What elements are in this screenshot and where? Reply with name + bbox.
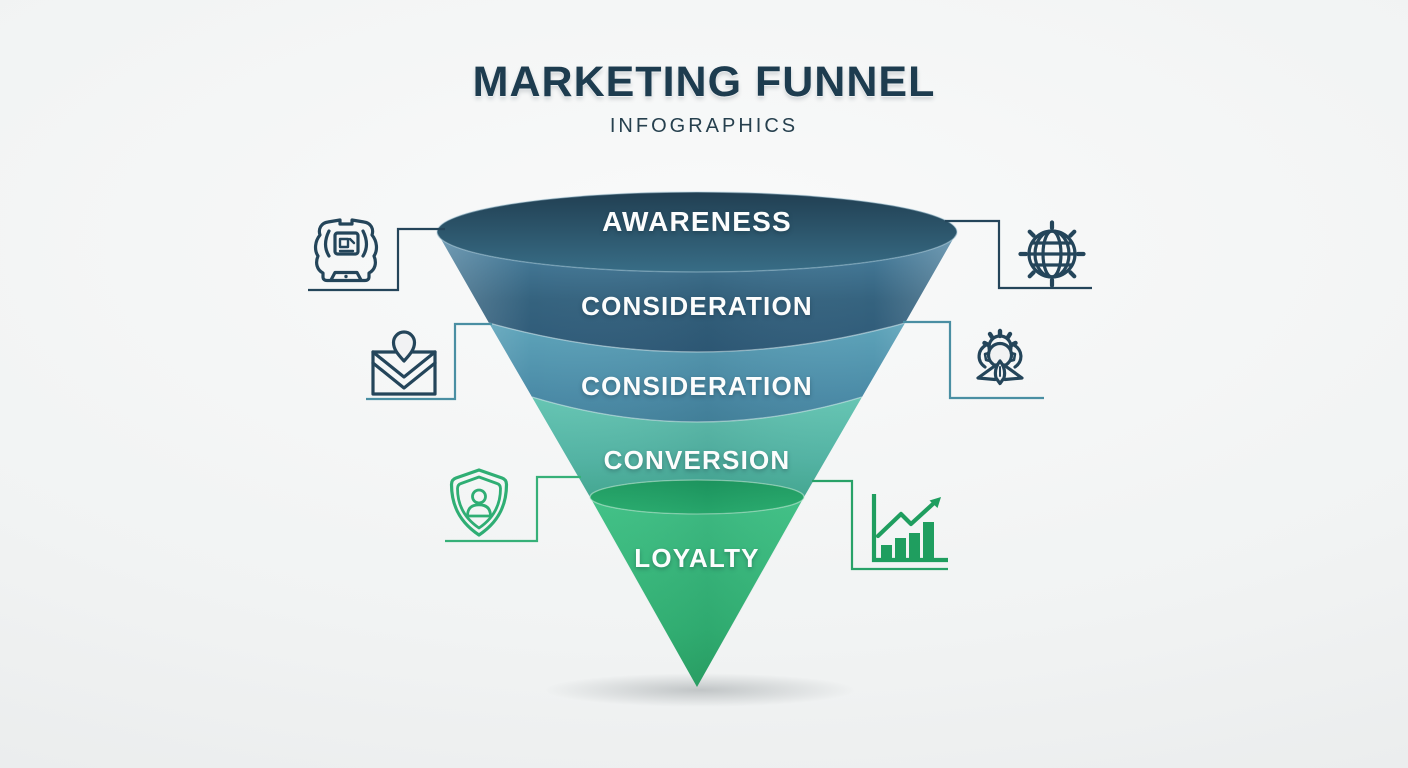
left-wing [976,363,998,382]
funnel-label-awareness: AWARENESS [602,206,792,237]
shirt-right-fold [361,229,368,258]
funnel-label-consideration-2: CONSIDERATION [581,371,813,401]
chart-bar-1 [881,545,892,560]
globe-ticks [1018,220,1086,288]
connector-bottom-left [445,475,581,543]
shirt-badge-icon [313,218,379,283]
page-subtitle: INFOGRAPHICS [609,115,799,137]
page-title: MARKETING FUNNEL [472,58,936,106]
funnel-labels: AWARENESS CONSIDERATION CONSIDERATION CO… [581,206,813,573]
right-bracket-mark [1008,351,1017,363]
shirt-left-fold [324,229,331,258]
funnel [436,191,958,687]
chart-arrowhead [929,497,941,508]
funnel-sheen-overlay [437,232,957,687]
shield-inner [456,475,502,530]
connector-top-left [308,227,445,292]
chart-bar-3 [909,533,920,560]
badge-card [333,231,360,256]
shield-outer [449,468,509,537]
connector-middle-right [903,320,1044,400]
envelope-flap-inner [371,361,437,390]
connector-bottom-right [812,479,948,571]
funnel-label-consideration-1: CONSIDERATION [581,291,813,321]
shirt-button [344,274,348,279]
connector-top-right [945,219,1092,290]
funnel-label-conversion: CONVERSION [604,445,791,475]
right-wing [1002,363,1024,382]
location-pin [391,330,417,363]
chart-bar-2 [895,538,906,560]
chart-bars [881,522,934,560]
connectors [308,219,1092,571]
shield-user-head [471,488,487,505]
globe-icon [1018,220,1086,288]
header: MARKETING FUNNEL INFOGRAPHICS [0,0,1408,138]
growth-chart-icon [871,494,948,563]
connector-middle-left [366,322,492,401]
globe-parallels [1027,241,1077,267]
mail-location-icon [371,330,437,396]
funnel-label-loyalty: LOYALTY [634,543,759,573]
chart-trend-line [875,500,937,539]
badge-photo-glyph [338,237,356,253]
right-paren-curve [1012,343,1023,369]
left-paren-curve [977,343,988,369]
gear-teeth [982,328,1018,348]
shield-user-icon [449,468,509,537]
shirt-waistband [329,270,363,282]
envelope-flap-outer [371,350,437,379]
funnel-ground-shadow [545,673,855,707]
gear-user-icon [976,328,1024,386]
shirt-outline [313,218,379,283]
chart-bar-4 [923,522,934,560]
shield-user-shoulders [466,503,492,518]
left-bracket-mark [983,351,992,363]
